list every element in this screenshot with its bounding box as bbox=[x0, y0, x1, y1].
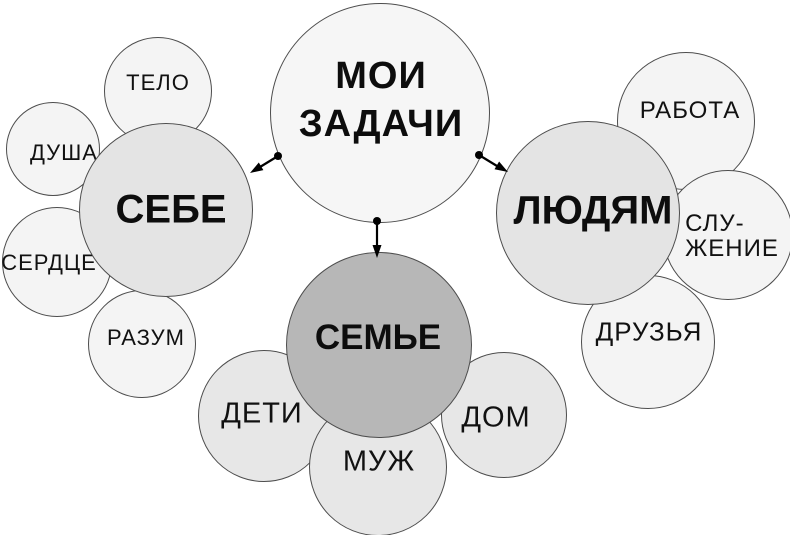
node-druzya-label: ДРУЗЬЯ bbox=[595, 316, 703, 347]
node-razum: РАЗУМ bbox=[88, 290, 196, 398]
node-muzh-label: МУЖ bbox=[342, 445, 416, 478]
node-sebe: СЕБЕ bbox=[79, 123, 253, 297]
node-telo-label: ТЕЛО bbox=[126, 70, 190, 95]
node-sluzhenie: СЛУ-ЖЕНИЕ bbox=[663, 170, 790, 300]
node-dom: ДОМ bbox=[441, 352, 567, 478]
node-sebe-label: СЕБЕ bbox=[115, 187, 227, 232]
node-serdce-label: СЕРДЦЕ bbox=[1, 250, 97, 275]
node-moi-zadachi-line1: МОИ bbox=[335, 55, 427, 97]
node-moi-zadachi: МОИ ЗАДАЧИ bbox=[270, 3, 490, 223]
node-razum-label: РАЗУМ bbox=[107, 325, 185, 350]
node-moi-zadachi-label: МОИ ЗАДАЧИ bbox=[299, 52, 463, 148]
node-dom-label: ДОМ bbox=[461, 401, 531, 434]
node-sluzhenie-label: СЛУ-ЖЕНИЕ bbox=[685, 211, 779, 261]
node-dusha-label: ДУША bbox=[30, 140, 98, 165]
node-sluzhenie-line1: СЛУ- bbox=[685, 210, 745, 237]
node-deti-label: ДЕТИ bbox=[221, 397, 303, 430]
node-semye: СЕМЬЕ bbox=[286, 252, 472, 438]
node-lyudyam: ЛЮДЯМ bbox=[496, 121, 680, 305]
node-semye-label: СЕМЬЕ bbox=[314, 318, 442, 357]
node-sluzhenie-line2: ЖЕНИЕ bbox=[685, 235, 779, 262]
node-rabota-label: РАБОТА bbox=[639, 97, 741, 124]
node-lyudyam-label: ЛЮДЯМ bbox=[513, 188, 673, 233]
arrow-to-sebe bbox=[250, 152, 282, 173]
arrow-head bbox=[250, 162, 264, 173]
node-moi-zadachi-line2: ЗАДАЧИ bbox=[298, 103, 464, 145]
